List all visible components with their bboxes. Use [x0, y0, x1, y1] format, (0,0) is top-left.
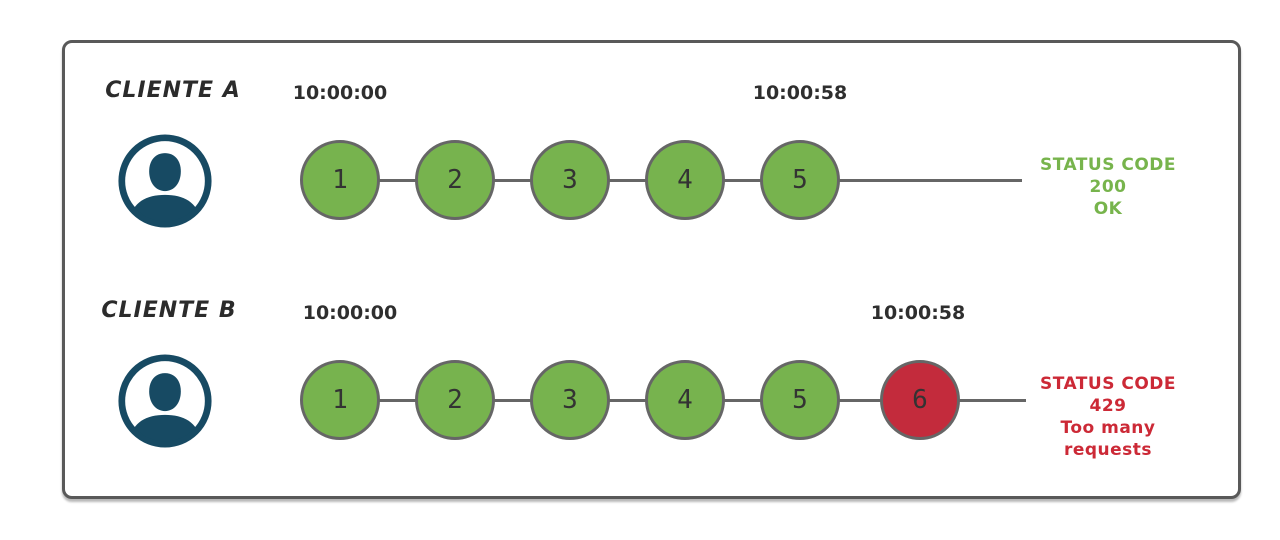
user-circle-icon [117, 133, 213, 229]
request-circle: 5 [760, 360, 840, 440]
start-time-label: 10:00:00 [302, 302, 398, 324]
end-time-label: 10:00:58 [752, 82, 848, 104]
start-time-label: 10:00:00 [292, 82, 388, 104]
request-circle-blocked: 6 [880, 360, 960, 440]
status-message-text: Too many requests [1060, 418, 1156, 460]
status-result-error: STATUS CODE 429 Too many requests [1024, 373, 1192, 461]
request-circle: 2 [415, 360, 495, 440]
status-result-ok: STATUS CODE 200 OK [1024, 154, 1192, 220]
status-code-text: STATUS CODE 200 [1039, 155, 1177, 197]
client-b-label: CLIENTE B [101, 298, 237, 323]
request-circle: 4 [645, 360, 725, 440]
request-circle: 1 [300, 360, 380, 440]
client-a-label: CLIENTE A [105, 78, 241, 103]
request-circle: 2 [415, 140, 495, 220]
request-circle: 3 [530, 360, 610, 440]
request-circle: 3 [530, 140, 610, 220]
request-circle: 1 [300, 140, 380, 220]
status-message-text: OK [1093, 199, 1123, 219]
status-code-text: STATUS CODE 429 [1039, 374, 1177, 416]
request-circle: 5 [760, 140, 840, 220]
user-circle-icon [117, 353, 213, 449]
request-circle: 4 [645, 140, 725, 220]
end-time-label: 10:00:58 [870, 302, 966, 324]
